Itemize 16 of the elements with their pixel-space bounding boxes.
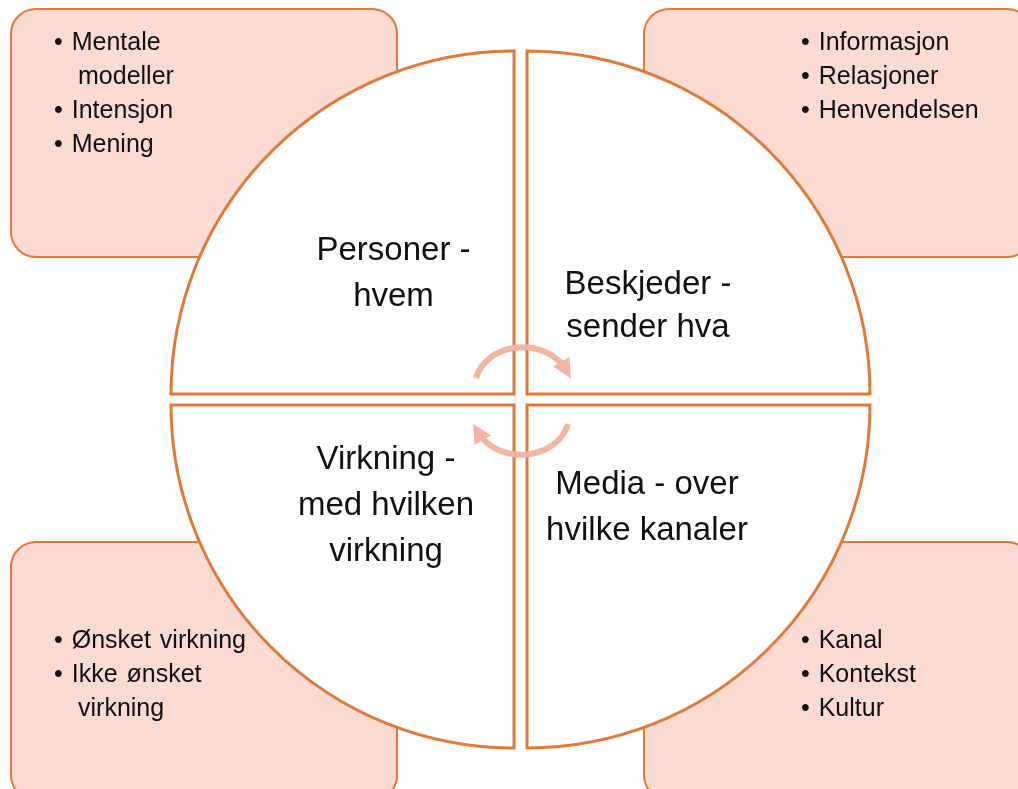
segment-label: Personer - hvem <box>315 229 472 315</box>
bullet-item: • Henvendelsen <box>801 94 980 125</box>
segment-label: Virkning - med hvilken virkning <box>296 438 476 570</box>
bullet-item: • Ønsket virkning <box>54 624 247 655</box>
cycle-arrow <box>473 344 572 380</box>
bullet-item: • Mentale modeller <box>54 26 175 91</box>
bullet-item: • Kultur <box>801 692 885 723</box>
bullet-item: • Informasjon <box>801 26 951 57</box>
bullet-item: • Mening <box>54 128 155 159</box>
bullet-item: • Intensjon <box>54 94 175 125</box>
bullet-item: • Kontekst <box>801 658 917 689</box>
bullet-item: • Ikke ønsket virkning <box>54 658 203 723</box>
bullet-item: • Kanal <box>801 624 884 655</box>
segment-label: Beskjeder - sender hva <box>563 263 733 346</box>
bullet-item: • Relasjoner <box>801 60 940 91</box>
segment-label: Media - over hvilke kanaler <box>545 463 749 549</box>
